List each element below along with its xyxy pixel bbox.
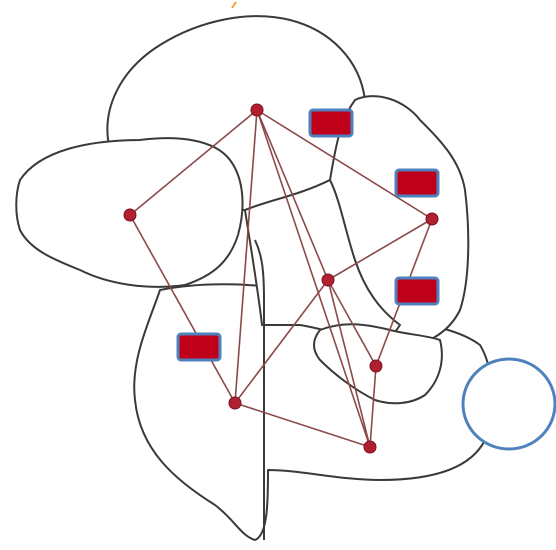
vertex-bottom <box>364 441 376 453</box>
vertex-center <box>322 274 334 286</box>
label-box-1 <box>310 110 352 136</box>
vertex-right <box>426 213 438 225</box>
vertex-lower-left <box>229 397 241 409</box>
label-box-3 <box>396 278 438 304</box>
label-box-4 <box>178 334 220 360</box>
empty-circle <box>463 359 555 449</box>
vertex-top <box>251 104 263 116</box>
vertex-lower-right <box>370 360 382 372</box>
top-edge-mark <box>232 2 236 8</box>
label-box-2 <box>396 170 438 196</box>
vertex-left <box>124 209 136 221</box>
